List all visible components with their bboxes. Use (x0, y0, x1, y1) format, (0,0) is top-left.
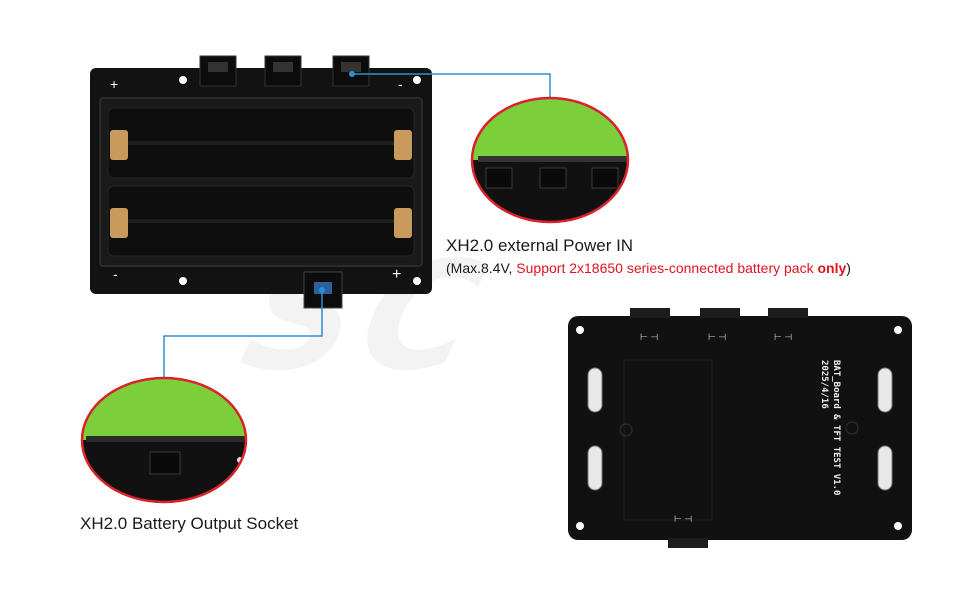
callout-output-zoom (82, 378, 246, 502)
leader-line-output (163, 290, 323, 382)
power-in-note-prefix: (Max.8.4V, (446, 260, 517, 276)
callout-ring-power-in (470, 96, 630, 224)
power-in-note-red: Support 2x18650 series-connected battery… (516, 260, 818, 276)
minus-mark-2: - (398, 76, 403, 92)
power-in-note-suffix: ) (846, 260, 851, 276)
battery-holder-top-view (90, 55, 432, 309)
plus-mark-2: + (392, 266, 401, 283)
svg-text:⊢ ⊣: ⊢ ⊣ (708, 332, 726, 342)
minus-mark-1: - (113, 266, 118, 282)
callout-ring-output (80, 376, 248, 504)
silkscreen-text: BAT_Board & TFT TEST V1.0 2025/4/16 (818, 360, 842, 495)
power-in-note-bold: only (817, 260, 847, 276)
power-in-note: (Max.8.4V, Support 2x18650 series-connec… (446, 260, 851, 276)
pcb-bottom-view: ⊢ ⊣ ⊢ ⊣ ⊢ ⊣ ⊢ ⊣ (568, 308, 912, 548)
contact-right-top (394, 130, 412, 160)
plus-mark-1: + (110, 76, 118, 92)
top-connector-3 (332, 55, 370, 87)
top-connector-1 (199, 55, 237, 87)
silkscreen-line-2: 2025/4/16 (819, 360, 829, 409)
contact-right-bottom (394, 208, 412, 238)
top-connector-2 (264, 55, 302, 87)
output-socket-title: XH2.0 Battery Output Socket (80, 514, 299, 533)
svg-text:⊢ ⊣: ⊢ ⊣ (774, 332, 792, 342)
svg-text:⊢ ⊣: ⊢ ⊣ (640, 332, 658, 342)
contact-left-bottom (110, 208, 128, 238)
contact-left-top (110, 130, 128, 160)
svg-text:⊢ ⊣: ⊢ ⊣ (674, 514, 692, 524)
power-in-title: XH2.0 external Power IN (446, 236, 634, 255)
leader-line-power-in (352, 73, 551, 100)
silkscreen-line-1: BAT_Board & TFT TEST V1.0 (831, 360, 841, 496)
